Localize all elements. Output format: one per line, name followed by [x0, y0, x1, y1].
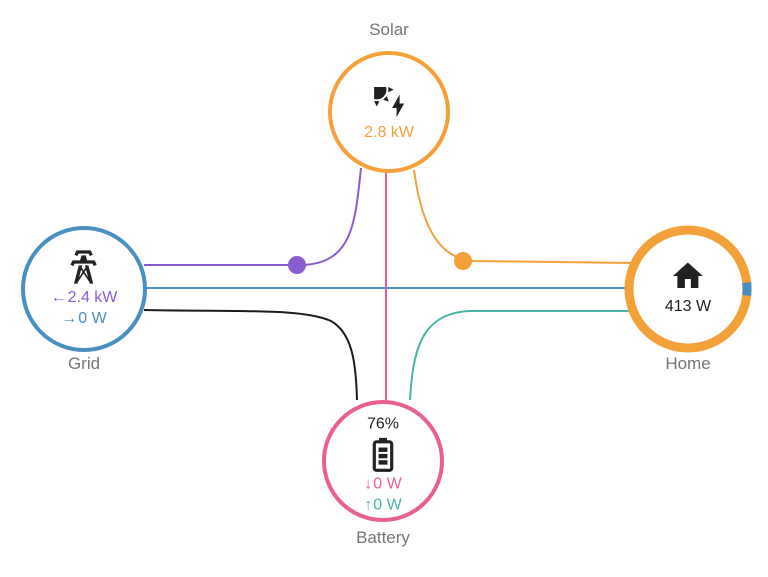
solar-label: Solar — [369, 20, 409, 39]
flow-line-battery-to-home — [409, 310, 630, 401]
grid-return-value: 2.4 kW — [67, 289, 118, 306]
grid-node[interactable]: ← 2.4 kW → 0 W — [51, 247, 118, 329]
grid-label: Grid — [67, 354, 101, 373]
flow-dot-solar-to-home — [454, 252, 472, 270]
battery-label: Battery — [356, 528, 410, 547]
home-node[interactable]: 413 W — [665, 258, 711, 316]
home-consumption-value: 413 W — [664, 298, 712, 315]
solar-production-value: 2.8 kW — [364, 124, 414, 141]
solar-node[interactable]: 2.8 kW — [364, 84, 414, 142]
grid-consumption-value: 0 W — [78, 310, 107, 327]
arrow-right-icon: → — [61, 310, 78, 327]
battery-node[interactable]: 76% ↓ 0 W ↑ 0 W — [364, 415, 402, 516]
home-circle-grid-segment — [624, 225, 752, 353]
arrow-up-icon: ↑ — [364, 496, 373, 514]
grid-circle[interactable] — [21, 226, 147, 352]
solar-circle[interactable] — [328, 51, 450, 173]
grid-consumption-row: → 0 W — [61, 308, 106, 329]
home-label: Home — [665, 354, 711, 373]
flow-line-solar-to-grid — [144, 167, 362, 266]
transmission-tower-icon — [70, 250, 98, 284]
arrow-down-icon: ↓ — [364, 475, 373, 493]
battery-state-of-charge: 76% — [366, 415, 400, 433]
grid-return-row: ← 2.4 kW — [51, 287, 118, 308]
battery-icon — [372, 437, 394, 472]
home-icon — [673, 262, 703, 288]
battery-out-row: ↑ 0 W — [364, 495, 401, 516]
arrow-left-icon: ← — [50, 289, 67, 306]
flow-dot-solar-to-grid — [288, 256, 306, 274]
flow-line-grid-to-battery — [143, 309, 358, 401]
solar-power-icon — [373, 87, 404, 117]
flow-line-solar-to-home — [413, 169, 633, 264]
battery-in-value: 0 W — [373, 475, 402, 493]
battery-in-row: ↓ 0 W — [364, 474, 401, 495]
battery-out-value: 0 W — [373, 496, 402, 514]
